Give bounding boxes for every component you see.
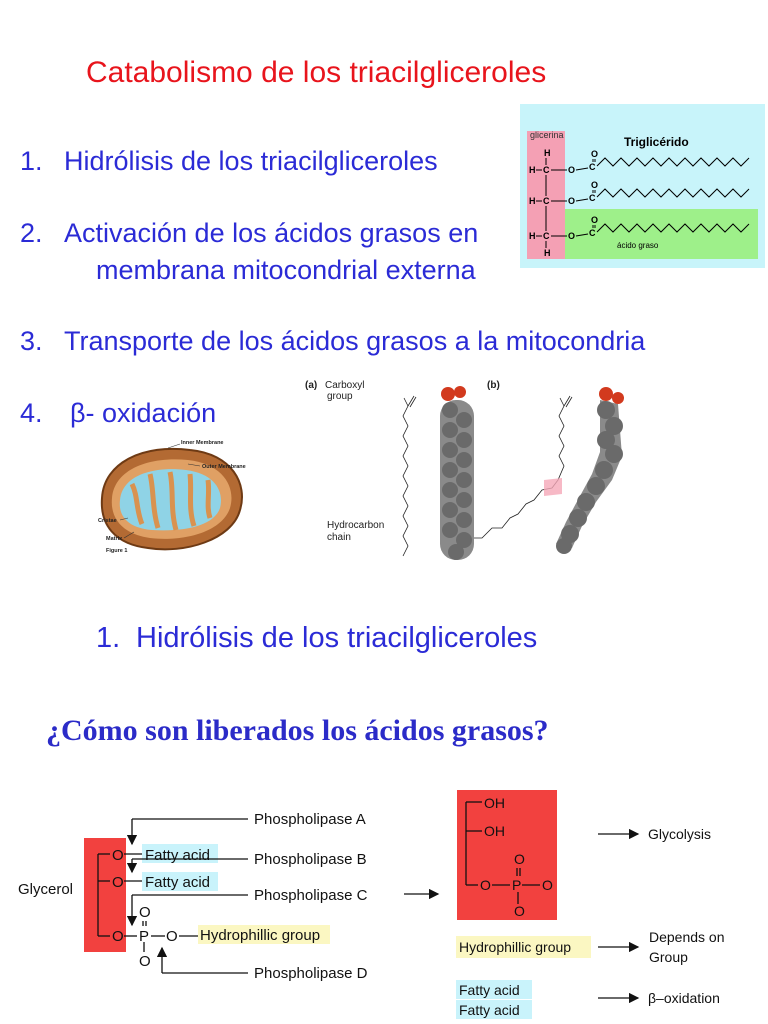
- hydrophilic-bg: [198, 925, 330, 944]
- triglyceride-figure: glicerina Triglicérido ácido graso H H C…: [520, 104, 765, 268]
- fatty-acid-label-2: Fatty acid: [145, 874, 210, 891]
- carboxyl-label-2: group: [327, 391, 353, 402]
- panel-a-label: (a): [305, 380, 317, 391]
- atom-c-2: C: [543, 196, 550, 206]
- step-2-text-line2: membrana mitocondrial externa: [96, 255, 476, 285]
- phospholipase-d-label: Phospholipase D: [254, 965, 368, 982]
- hydrocarbon-label-1: Hydrocarbon: [327, 520, 384, 531]
- fatty-acid-label-4: Fatty acid: [459, 1002, 520, 1018]
- fatty-acid-bg-2: [142, 872, 218, 891]
- phospholipase-figure: Glycerol O O O Fatty acid Fatty acid P O…: [18, 790, 725, 1019]
- mito-caption: Figure 1: [106, 548, 127, 554]
- page-title: Catabolismo de los triacilgliceroles: [86, 56, 547, 89]
- fatty-acid-label: ácido graso: [617, 241, 659, 250]
- phospholipase-a-label: Phospholipase A: [254, 811, 366, 828]
- carboxyl-label-1: Carboxyl: [325, 380, 364, 391]
- fatty-acid-label-1: Fatty acid: [145, 847, 210, 864]
- section-heading-text: Hidrólisis de los triacilgliceroles: [136, 622, 538, 654]
- hydrophilic-bg-2: [456, 936, 591, 958]
- space-filling-chain-a: [440, 386, 474, 560]
- oh-label-2: OH: [484, 823, 505, 839]
- hydrophilic-label: Hydrophillic group: [200, 927, 320, 944]
- step-2: 2. Activación de los ácidos grasos en: [20, 218, 478, 249]
- atom-p: P: [139, 928, 149, 945]
- step-3: 3. Transporte de los ácidos grasos a la m…: [20, 326, 645, 357]
- step-4: 4. β- oxidación: [20, 398, 216, 429]
- glycerol-label: Glycerol: [18, 881, 73, 898]
- atom-o-1: O: [568, 165, 575, 175]
- atom-o-carbonyl-3: O: [591, 215, 598, 225]
- atom-c-3: C: [543, 231, 550, 241]
- atom-o-7: O: [514, 851, 525, 867]
- atom-p-2: P: [512, 877, 521, 893]
- glycerol-3-phosphate-box: [457, 790, 557, 920]
- step-4-number: 4.: [20, 398, 43, 428]
- beta-oxidation-label: β–oxidation: [648, 990, 720, 1006]
- hydrocarbon-label-2: chain: [327, 532, 351, 543]
- space-filling-chain-b: [556, 387, 624, 554]
- oh-label-1: OH: [484, 795, 505, 811]
- mito-label-matrix: Matrix: [106, 536, 123, 542]
- phospholipase-b-label: Phospholipase B: [254, 851, 367, 868]
- glycerol-label: glicerina: [530, 130, 564, 140]
- step-1: 1. Hidrólisis de los triacilgliceroles: [20, 146, 438, 177]
- atom-o-4: O: [166, 928, 178, 945]
- step-2-text: Activación de los ácidos grasos en: [64, 218, 479, 248]
- atom-o-3: O: [112, 928, 124, 945]
- step-3-number: 3.: [20, 326, 43, 356]
- fatty-acid-highlight: [565, 209, 758, 259]
- atom-c-ester-1: C: [589, 162, 596, 172]
- depends-on-label: Depends on: [649, 929, 725, 945]
- atom-c-ester-3: C: [589, 228, 596, 238]
- atom-o-3: O: [568, 231, 575, 241]
- fatty-acid-bg-3: [456, 980, 532, 999]
- atom-h-3: H: [529, 231, 536, 241]
- step-3-text: Transporte de los ácidos grasos a la mit…: [64, 326, 646, 356]
- atom-o-2: O: [568, 196, 575, 206]
- fatty-acid-label-3: Fatty acid: [459, 982, 520, 998]
- fatty-acid-bg-4: [456, 1000, 532, 1019]
- atom-h-1: H: [529, 165, 536, 175]
- atom-o-top: O: [139, 904, 151, 921]
- panel-b-label: (b): [487, 380, 500, 391]
- atom-h-bottom: H: [544, 248, 551, 258]
- atom-o-bottom: O: [139, 953, 151, 970]
- atom-c-1: C: [543, 165, 550, 175]
- step-1-number: 1.: [20, 146, 43, 176]
- step-2-number: 2.: [20, 218, 43, 248]
- mito-label-inner: Inner Membrane: [181, 440, 223, 446]
- mitochondria-figure: Inner Membrane Outer Membrane Cristae Ma…: [98, 440, 246, 554]
- mito-label-outer: Outer Membrane: [202, 464, 246, 470]
- atom-o-carbonyl-2: O: [591, 180, 598, 190]
- atom-c-ester-2: C: [589, 193, 596, 203]
- atom-o-1: O: [112, 847, 124, 864]
- fatty-acid-figure: (a) Carboxyl group Hydrocarbon chain (b): [305, 380, 624, 560]
- atom-o-5: O: [480, 877, 491, 893]
- atom-o-carbonyl-1: O: [591, 149, 598, 159]
- atom-h-top: H: [544, 148, 551, 158]
- atom-o-8: O: [514, 903, 525, 919]
- glycerol-box: [84, 838, 126, 952]
- step-1-text: Hidrólisis de los triacilgliceroles: [64, 146, 438, 176]
- step-4-text: β- oxidación: [70, 398, 217, 428]
- section-heading-number: 1.: [96, 622, 121, 654]
- atom-o-6: O: [542, 877, 553, 893]
- section-heading: 1. Hidrólisis de los triacilgliceroles: [96, 622, 537, 655]
- question-heading: ¿Cómo son liberados los ácidos grasos?: [46, 714, 549, 747]
- phospholipase-c-label: Phospholipase C: [254, 887, 368, 904]
- glycolysis-label: Glycolysis: [648, 826, 711, 842]
- fatty-acid-bg-1: [142, 844, 218, 863]
- group-label: Group: [649, 949, 688, 965]
- triglyceride-title: Triglicérido: [624, 135, 689, 149]
- atom-h-2: H: [529, 196, 536, 206]
- atom-o-2: O: [112, 874, 124, 891]
- mito-label-cristae: Cristae: [98, 518, 117, 524]
- hydrophilic-label-2: Hydrophillic group: [459, 939, 571, 955]
